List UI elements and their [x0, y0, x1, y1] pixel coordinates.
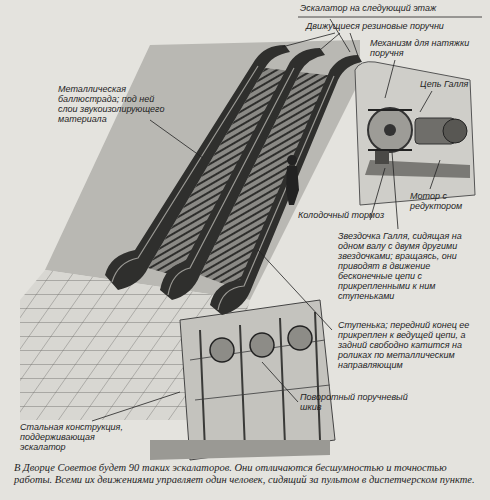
callout-label: Металлическая баллюстрада; под ней слои … [58, 84, 168, 124]
callout-label: Эскалатор на следующий этаж [300, 3, 482, 13]
lower-machinery [150, 300, 335, 460]
callout-label: Стальная конструкция, поддерживающая эск… [20, 422, 142, 452]
callout-label: Движущиеся резиновые поручни [306, 21, 484, 31]
leader-lines [92, 17, 482, 421]
callout-label: Мотор с редуктором [410, 191, 484, 211]
callout-label: Звездочка Галля, сидящая на одном валу с… [338, 231, 484, 301]
callout-label: Колодочный тормоз [298, 210, 408, 220]
callout-label: Ступенька; передний конец ее прикреплен … [338, 320, 484, 370]
shaft-wall [45, 40, 360, 300]
callout-label: Цепь Галля [420, 79, 486, 89]
escalator [105, 45, 362, 315]
callout-label: Механизм для натяжки поручня [370, 38, 470, 58]
figure-caption: В Дворце Советов будет 90 таких эскалато… [14, 462, 478, 486]
callout-label: Поворотный поручневый шкив [300, 392, 420, 412]
